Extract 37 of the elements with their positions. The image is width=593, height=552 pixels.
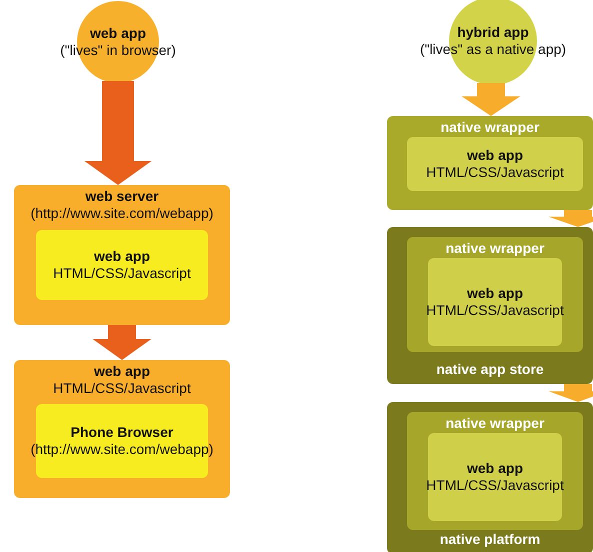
store-box bbox=[387, 227, 593, 384]
platform-box bbox=[387, 402, 593, 552]
app-box bbox=[14, 360, 230, 498]
box-subtitle: (http://www.site.com/webapp) bbox=[30, 205, 214, 222]
box-subtitle: HTML/CSS/Javascript bbox=[426, 164, 564, 181]
box-title: native wrapper bbox=[446, 240, 544, 257]
box-subtitle: (http://www.site.com/webapp) bbox=[30, 441, 214, 458]
box-title: web app bbox=[466, 285, 523, 302]
box-title: hybrid app bbox=[457, 24, 529, 41]
box-title: native platform bbox=[440, 531, 540, 548]
server-box bbox=[14, 185, 230, 325]
box-title: Phone Browser bbox=[70, 424, 174, 441]
app-box bbox=[428, 258, 562, 346]
wrapper-box bbox=[407, 412, 583, 530]
box-title: web app bbox=[94, 363, 150, 380]
box-title: web app bbox=[90, 25, 146, 42]
box-title: native wrapper bbox=[446, 415, 544, 432]
arrow bbox=[84, 81, 152, 185]
wrapper-box bbox=[407, 237, 583, 352]
box-subtitle: HTML/CSS/Javascript bbox=[426, 302, 564, 319]
box-title: native wrapper bbox=[440, 119, 540, 136]
box-title: web app bbox=[466, 460, 523, 477]
box-subtitle: HTML/CSS/Javascript bbox=[53, 380, 191, 397]
box-title: web server bbox=[85, 188, 159, 205]
app-box bbox=[428, 433, 562, 521]
arrow bbox=[462, 83, 520, 116]
arrow bbox=[548, 210, 593, 227]
arrow bbox=[548, 384, 593, 402]
box-subtitle: HTML/CSS/Javascript bbox=[53, 265, 191, 282]
arrow bbox=[92, 325, 152, 360]
box-title: web app bbox=[466, 147, 523, 164]
box-title: web app bbox=[94, 248, 150, 265]
app-box bbox=[407, 137, 583, 191]
wrapper-box bbox=[387, 116, 593, 210]
box-title: native app store bbox=[436, 361, 544, 378]
app-box bbox=[36, 230, 208, 300]
box-subtitle: HTML/CSS/Javascript bbox=[426, 477, 564, 494]
